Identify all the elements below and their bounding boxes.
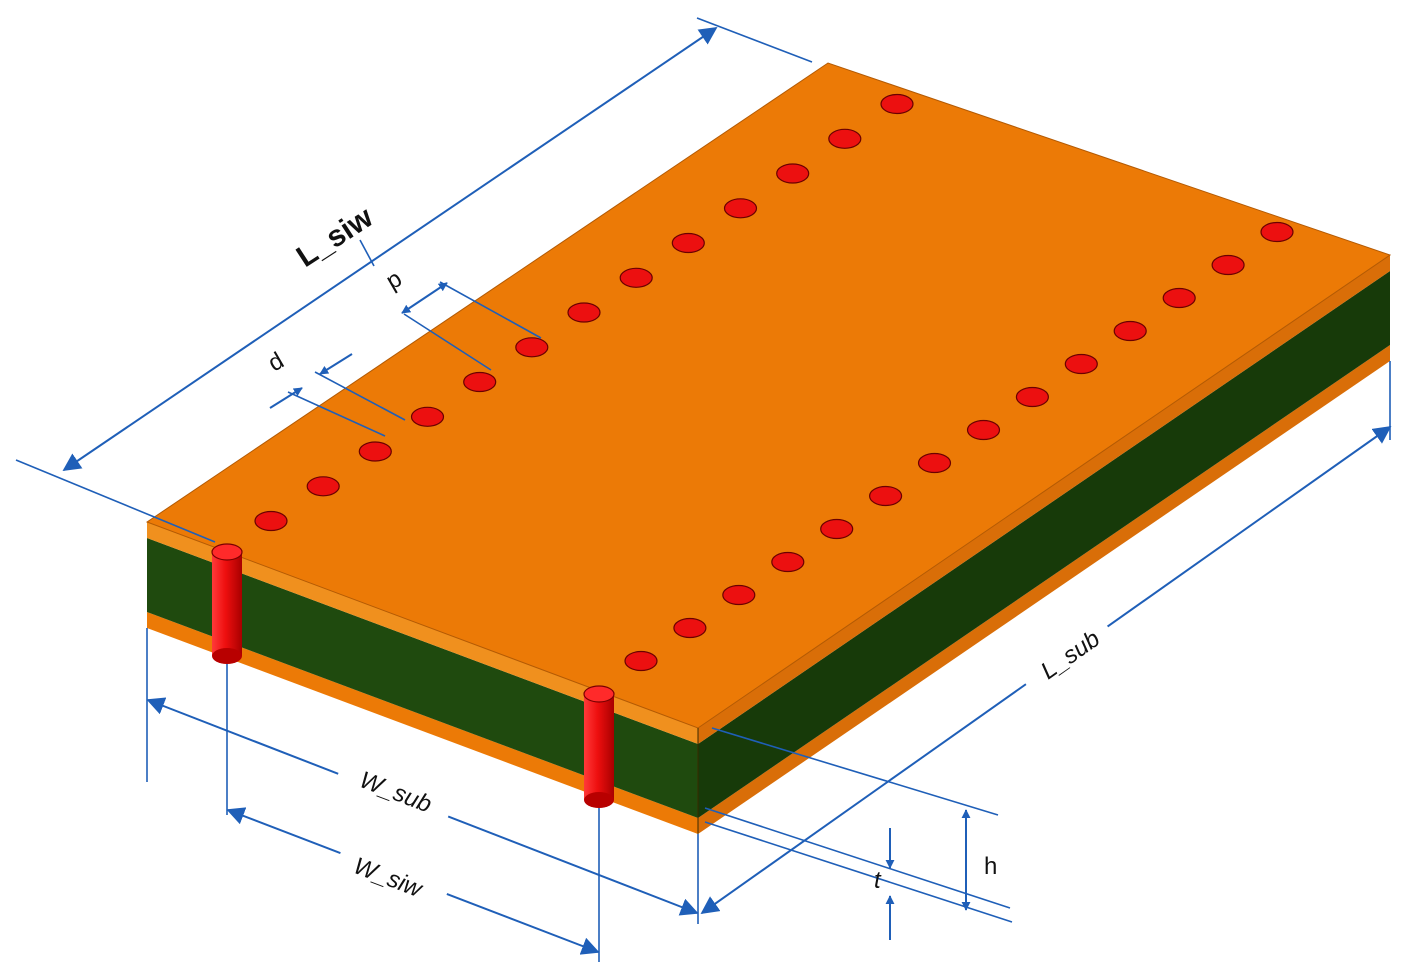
via-hole [1162, 287, 1196, 309]
via-hole [624, 650, 658, 672]
via-cylinder-left [211, 543, 243, 664]
via-hole [776, 163, 810, 184]
dimension-l-sub: L_sub [700, 361, 1392, 915]
via-hole [1064, 353, 1098, 375]
label-h: h [984, 853, 997, 880]
via-hole [515, 337, 549, 358]
via-hole [567, 302, 601, 323]
via-hole [917, 452, 952, 474]
via-hole [828, 128, 862, 149]
via-hole [820, 518, 854, 540]
via-hole [306, 476, 340, 497]
label-l-siw: L_siw [291, 200, 379, 273]
via-hole [771, 551, 805, 573]
via-hole [619, 267, 653, 288]
via-hole [722, 584, 756, 606]
via-hole [966, 419, 1001, 441]
via-hole [410, 406, 445, 427]
label-t: t [874, 867, 882, 894]
via-hole [254, 510, 288, 532]
dimension-w-siw: W_siw [226, 664, 600, 962]
via-hole [723, 198, 758, 219]
via-hole [673, 617, 707, 639]
via-hole [463, 371, 497, 393]
via-hole [671, 232, 705, 254]
label-d: d [264, 347, 289, 377]
dimension-h-t: h t [704, 727, 1013, 940]
via-hole [880, 93, 914, 115]
via-hole [1113, 320, 1147, 342]
via-hole [868, 485, 903, 507]
label-p: p [382, 265, 407, 295]
via-hole [1260, 221, 1294, 243]
via-hole [1211, 254, 1245, 276]
substrate-board [145, 62, 1392, 834]
via-cylinder-right [583, 685, 615, 808]
via-hole [358, 441, 392, 462]
top-copper-front-edge [147, 522, 698, 744]
via-hole [1015, 386, 1050, 408]
